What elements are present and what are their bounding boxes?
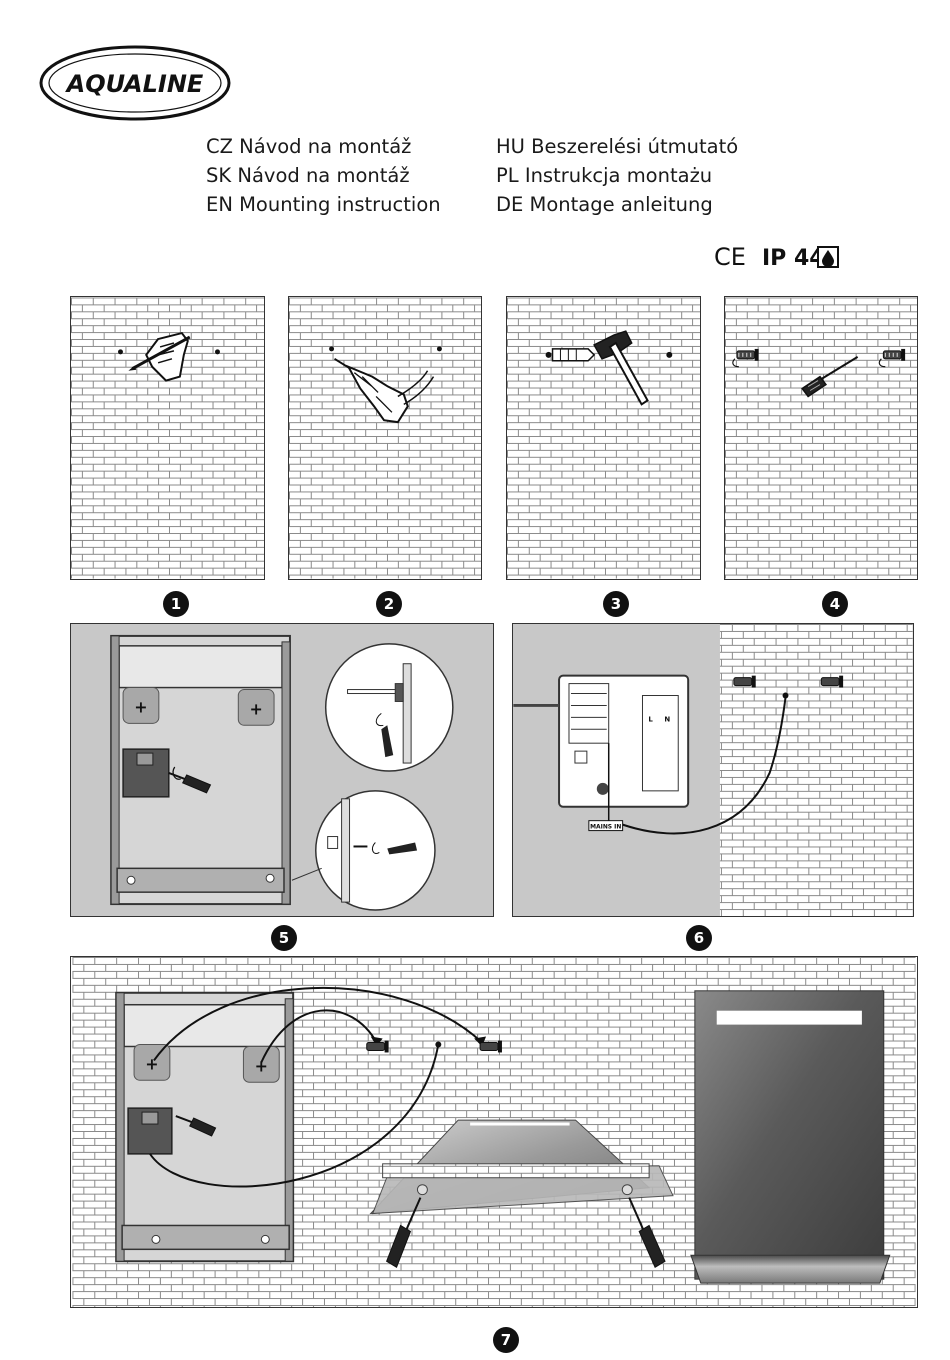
svg-text:+: +: [255, 1056, 268, 1075]
step-6-panel: L N MAINS IN: [512, 623, 914, 917]
hanger-bracket: +: [238, 690, 274, 726]
step-7-panel: + +: [70, 956, 918, 1308]
ip-rating: IP 44: [762, 246, 825, 271]
instructions-left-column: CZ Návod na montáž SK Návod na montáž EN…: [206, 132, 441, 219]
instruction-title-cz: CZ Návod na montáž: [206, 132, 441, 161]
step-number-5: 5: [271, 925, 297, 951]
svg-text:N: N: [664, 715, 670, 723]
screw-icon: [480, 1041, 502, 1053]
step-number-1: 1: [163, 591, 189, 617]
instructions-right-column: HU Beszerelési útmutató PL Instrukcja mo…: [496, 132, 738, 219]
instruction-title-de: DE Montage anleitung: [496, 190, 738, 219]
screw-icon: [734, 676, 756, 688]
step-1-panel: [70, 296, 265, 580]
wall-plug-icon: [553, 349, 595, 361]
hanger-bracket: +: [243, 1046, 279, 1082]
step-number-6: 6: [686, 925, 712, 951]
svg-text:L: L: [648, 715, 653, 723]
step-number-2: 2: [376, 591, 402, 617]
instruction-title-sk: SK Návod na montáž: [206, 161, 441, 190]
junction-box: [123, 749, 169, 797]
step-2-panel: [288, 296, 482, 580]
hanger-bracket: +: [123, 688, 159, 724]
ce-mark: CE: [714, 243, 746, 271]
mounted-mirror: [691, 991, 890, 1283]
step-4-panel: [724, 296, 918, 580]
instruction-title-en: EN Mounting instruction: [206, 190, 441, 219]
screw-icon: [821, 676, 843, 688]
step-number-7: 7: [493, 1327, 519, 1353]
screw-icon: [367, 1041, 389, 1053]
step-number-3: 3: [603, 591, 629, 617]
hanger-bracket: +: [134, 1045, 170, 1081]
detail-zoom-upper: [326, 644, 453, 771]
mark-dot: [329, 346, 334, 351]
mark-dot: [666, 352, 672, 358]
mark-dot: [215, 349, 220, 354]
mains-in-label: MAINS IN: [590, 824, 621, 831]
mark-dot: [546, 352, 552, 358]
svg-text:+: +: [134, 697, 147, 716]
mark-dot: [437, 346, 442, 351]
step-number-4: 4: [822, 591, 848, 617]
aqualine-logo: AQUALINE: [38, 44, 232, 122]
instruction-title-hu: HU Beszerelési útmutató: [496, 132, 738, 161]
svg-text:AQUALINE: AQUALINE: [65, 70, 204, 98]
certification-marks: CE IP 44: [714, 240, 844, 272]
junction-box: [128, 1108, 172, 1154]
mark-dot: [118, 349, 123, 354]
cert-water-drop-icon: [818, 247, 838, 267]
instruction-title-pl: PL Instrukcja montażu: [496, 161, 738, 190]
step-3-panel: [506, 296, 701, 580]
step-5-panel: + +: [70, 623, 494, 917]
svg-text:+: +: [250, 699, 263, 718]
